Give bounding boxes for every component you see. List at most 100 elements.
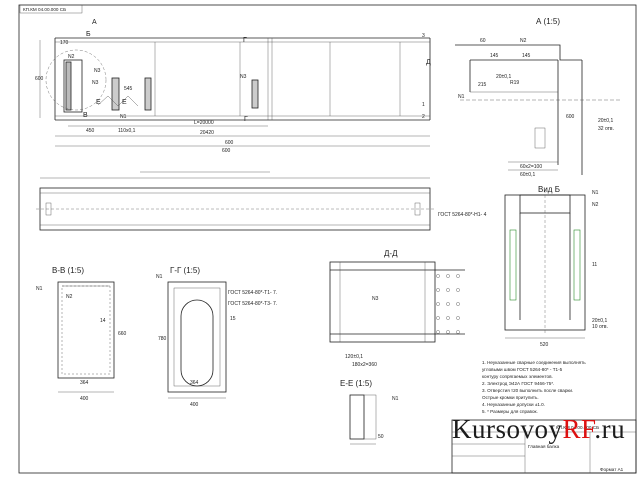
note-line: контуру сопрягаемых элементов. [482,374,553,379]
weld-callout: ГОСТ 5264-80*-Н1- 4 [438,212,487,218]
bolt-hole [446,302,450,306]
part-mark: 3 [422,33,425,39]
rotated-stamp: КП.КМ 04.00.000 СБ [23,7,66,12]
bolt-hole [456,302,460,306]
part-mark: N2 [520,38,527,44]
part-mark: 15 [230,316,236,322]
bolt-hole [446,274,450,278]
bolt-hole [436,288,440,292]
part-mark: N3 [92,80,99,86]
dim-label: 145 [490,53,499,59]
part-mark: N3 [372,296,379,302]
part-mark: N1 [592,190,599,196]
part-mark: N2 [68,54,75,60]
view-title-vv: В-В (1:5) [52,266,84,275]
dim-label: R19 [510,80,519,86]
part-mark: N1 [458,94,465,100]
section-vv [57,281,115,393]
dim-label: 400 [80,396,89,402]
dim-label: 120±0,1 [345,354,363,360]
dim-label: 20±0,1 [598,118,613,124]
weld-callout: ГОСТ 5264-80*-Т3- 7. [228,301,277,307]
dim-label: 600 [35,76,44,82]
dim-label: 20±0,1 [496,74,511,80]
technical-notes: 1. Неуказанные сварные соединения выполн… [482,360,586,414]
main-elevation [39,37,431,147]
dim-label: L=20000 [194,120,214,126]
section-letter: Е [96,99,101,106]
note-line: 3. Отверстия т20 выполнить после сварки. [482,388,573,393]
bolt-hole [456,316,460,320]
section-dd [329,261,465,343]
sheet-frame [18,4,637,474]
section-letter: Е [122,99,127,106]
dim-label: 60±0,1 [520,172,535,178]
part-mark: N3 [240,74,247,80]
part-mark: N1 [156,274,163,280]
title-block-format: Формат А1 [600,467,624,472]
note-line: 1. Неуказанные сварные соединения выполн… [482,360,586,365]
dim-label: 780 [158,336,167,342]
section-letter: В [83,112,88,119]
note-line: 2. Электрод Э42А ГОСТ 9466-75*. [482,381,554,386]
dim-label: 215 [478,82,487,88]
dim-label: 50 [378,434,384,440]
dim-label: 145 [522,53,531,59]
part-mark: N3 [94,68,101,74]
section-letter: А [92,19,97,26]
part-mark: N2 [592,202,599,208]
dim-label: 600 [225,140,234,146]
dim-label: 364 [190,380,199,386]
part-mark: 14 [100,318,106,324]
bolt-hole [446,316,450,320]
dim-label: 170 [60,40,69,46]
view-title-a: А (1:5) [536,17,560,26]
bolt-hole [436,316,440,320]
dim-label: 520 [540,342,549,348]
dim-label: 545 [124,86,133,92]
note-line: Острые кромки притупить. [482,395,539,400]
section-ee [349,394,377,445]
bolt-hole [446,330,450,334]
section-letter: Д [426,59,431,66]
part-mark: N1 [120,114,127,120]
dim-label: 600 [222,148,231,154]
dim-label: 450 [86,128,95,134]
dim-label: 180х2=360 [352,362,377,368]
dim-label: 10 отв. [592,324,608,330]
note-line: 4. Неуказанные допуски ±1.0. [482,402,545,407]
dd-bolt-holes [436,274,460,334]
watermark-logo: KursovoyRF.ru [452,414,626,444]
section-gg [167,281,227,399]
rotated-stamp-box [19,4,83,14]
weld-callout: ГОСТ 5264-80*-Т1- 7. [228,290,277,296]
note-line: 5. * Размеры для справок. [482,409,538,414]
bolt-hole [456,288,460,292]
part-mark: 2 [422,114,425,120]
view-title-dd: Д-Д [384,249,398,258]
dim-label: 60 [480,38,486,44]
dim-label: 660 [118,331,127,337]
view-b [504,190,586,339]
bolt-hole [436,274,440,278]
dim-label: 32 отв. [598,126,614,132]
title-block-code: КП.КМ 04.00.000 СБ [556,425,599,430]
bolt-hole [436,302,440,306]
section-letter: Г [244,116,248,123]
bolt-hole [436,330,440,334]
dim-label: 400 [190,402,199,408]
title-block [451,419,637,474]
view-title-b: Вид Б [538,185,560,194]
dim-label: 110х0,1 [118,128,136,134]
part-mark: N1 [392,396,399,402]
section-letter: Б [86,31,91,38]
plan-view [36,171,434,231]
part-mark: 11 [592,262,597,268]
part-mark: N2 [66,294,73,300]
bolt-hole [456,330,460,334]
dim-label: 364 [80,380,89,386]
dim-label: 20420 [200,130,214,136]
view-a [455,44,620,175]
dim-label: 60х2=100 [520,164,542,170]
